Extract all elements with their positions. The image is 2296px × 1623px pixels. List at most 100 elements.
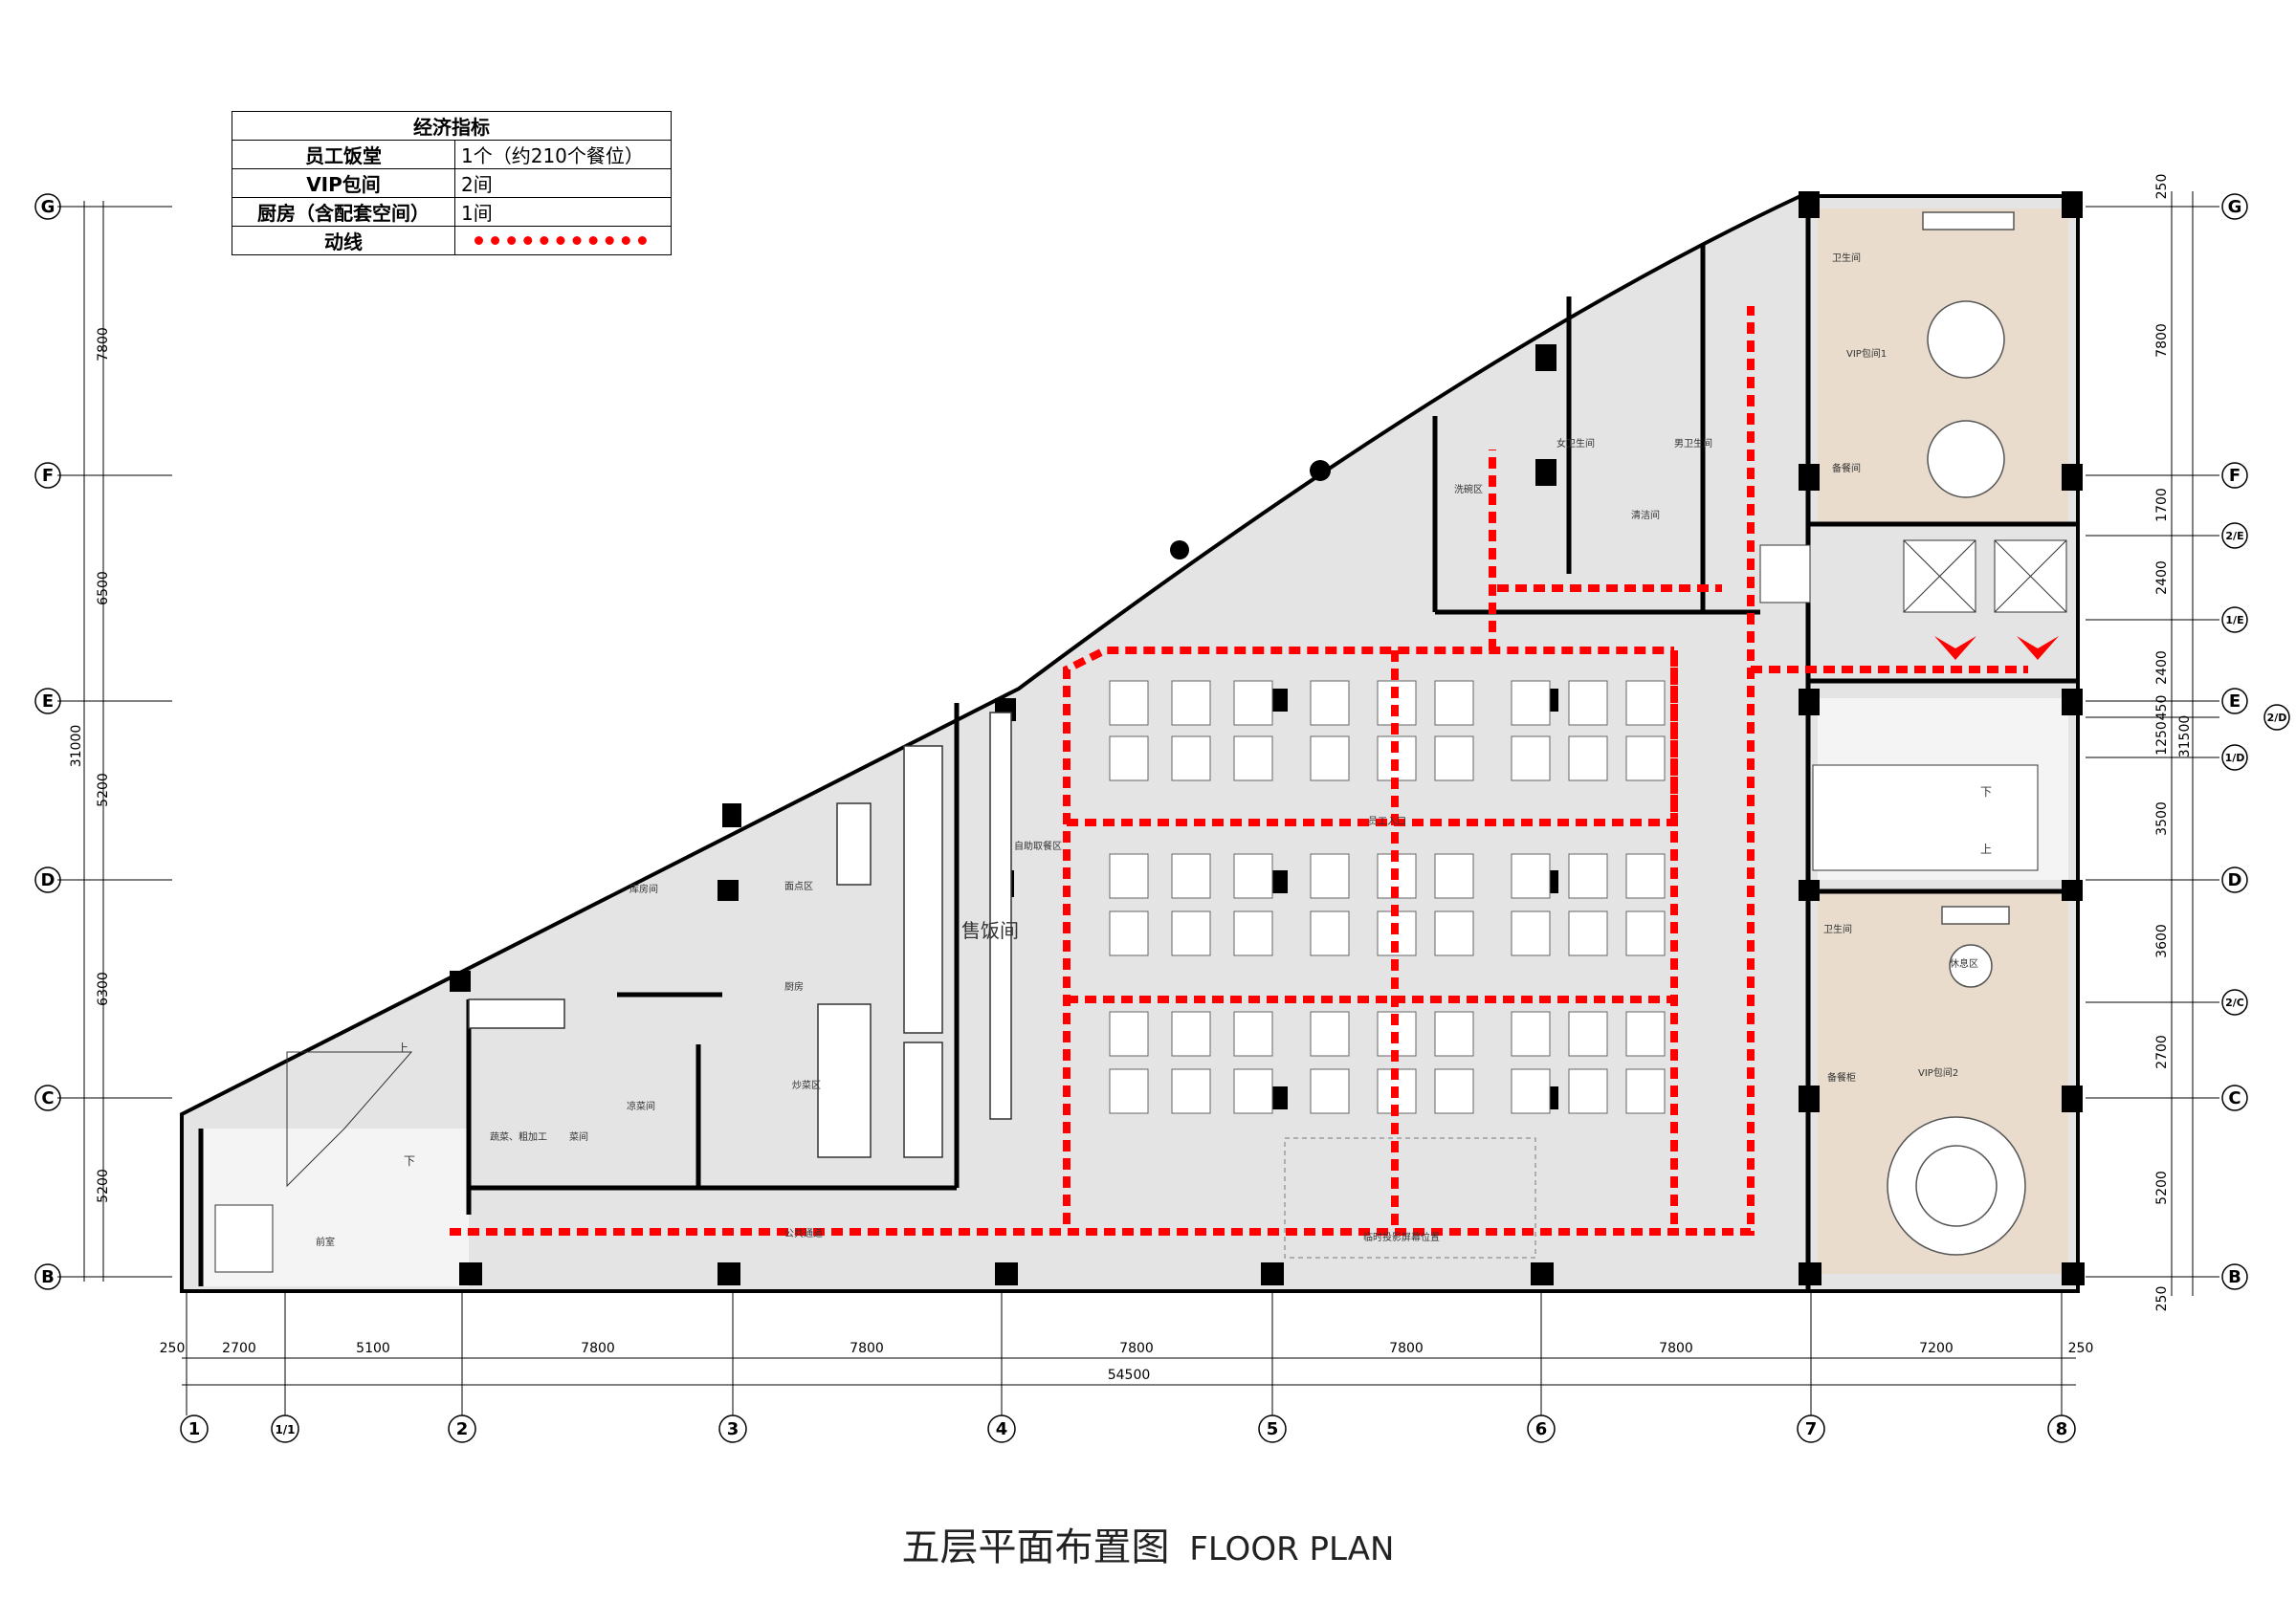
svg-text:3600: 3600 — [2154, 924, 2170, 958]
index-key: VIP包间 — [232, 168, 455, 198]
dining-table — [1310, 735, 1350, 781]
grid-col-3: 3 — [727, 1419, 740, 1439]
svg-text:6500: 6500 — [96, 571, 111, 605]
svg-text:7800: 7800 — [2154, 323, 2170, 358]
grid-row-b: B — [41, 1267, 55, 1287]
label-vip2: VIP包间2 — [1918, 1066, 1958, 1079]
dining-table — [1171, 735, 1211, 781]
plan-caption: 五层平面布置图 FLOOR PLAN — [0, 1516, 2296, 1571]
label-prep: 菜间 — [569, 1130, 588, 1143]
svg-text:E: E — [2229, 691, 2241, 712]
dining-tables — [1109, 680, 1666, 1114]
dining-table — [1568, 735, 1608, 781]
svg-text:7800: 7800 — [96, 327, 111, 362]
column-bubbles: 1 1/1 2 3 4 5 6 7 8 — [180, 1415, 2076, 1443]
circulation-route — [450, 306, 2028, 1236]
grid-row-g: G — [41, 197, 55, 217]
dining-table — [1310, 910, 1350, 956]
label-pastry: 面点区 — [784, 881, 813, 892]
dining-table — [1625, 680, 1666, 726]
stairs — [214, 539, 2067, 1273]
svg-text:3500: 3500 — [2154, 801, 2170, 836]
svg-text:2400: 2400 — [2154, 560, 2170, 595]
label-veg: 蔬菜、粗加工 — [490, 1131, 547, 1143]
walls — [198, 196, 2078, 1291]
dim-b0: 250 — [160, 1341, 186, 1356]
index-key: 员工饭堂 — [232, 140, 455, 169]
caption-en: FLOOR PLAN — [1189, 1530, 1395, 1568]
label-corridor: 公共通道 — [784, 1227, 823, 1239]
grid-row-e: E — [42, 691, 54, 712]
dim-b4: 7800 — [850, 1341, 884, 1356]
grid-row-c: C — [41, 1088, 54, 1108]
label-up: 上 — [397, 1042, 408, 1055]
dining-table — [1434, 1068, 1474, 1114]
grid-bubbles: G G F F E E D D C C B B 2/E 1/E 2/D 1/D … — [34, 193, 2290, 1290]
grid-col-2: 2 — [456, 1419, 469, 1439]
label-vip1: VIP包间1 — [1846, 347, 1887, 360]
label-male: 男卫生间 — [1674, 437, 1712, 450]
room-labels: VIP包间1 VIP包间2 卫生间 卫生间 备餐间 备餐柜 休息区 女卫生间 男… — [316, 252, 1992, 1248]
svg-text:2/C: 2/C — [2225, 997, 2244, 1009]
dining-table — [1434, 1011, 1474, 1057]
dining-table — [1233, 735, 1273, 781]
label-lobby: 前室 — [316, 1236, 335, 1248]
dining-table — [1511, 680, 1551, 726]
label-screen: 临时投影屏幕位置 — [1363, 1231, 1440, 1243]
dining-table — [1434, 680, 1474, 726]
dining-table — [1171, 910, 1211, 956]
dining-table — [1625, 1068, 1666, 1114]
screen-area — [1284, 1137, 1536, 1259]
caption-cn: 五层平面布置图 — [901, 1525, 1170, 1569]
dimension-labels: 250 2700 5100 7800 7800 7800 7800 7800 7… — [69, 174, 2193, 1383]
index-value: 2间 — [454, 168, 672, 198]
svg-text:2/D: 2/D — [2267, 712, 2287, 724]
svg-text:1250: 1250 — [2154, 721, 2170, 756]
svg-text:1/E: 1/E — [2225, 614, 2243, 626]
grid-row-d: D — [41, 870, 55, 890]
dining-table — [1568, 853, 1608, 899]
label-wash: 洗碗区 — [1454, 483, 1483, 495]
dining-table — [1511, 735, 1551, 781]
dim-b5: 7800 — [1119, 1341, 1154, 1356]
dining-table — [1625, 1011, 1666, 1057]
dining-table — [1233, 853, 1273, 899]
label-service2: 备餐柜 — [1827, 1071, 1856, 1084]
dining-table — [1568, 910, 1608, 956]
dining-table — [1434, 735, 1474, 781]
svg-text:450: 450 — [2154, 695, 2170, 721]
svg-text:B: B — [2228, 1267, 2241, 1287]
route-arrows — [1934, 636, 2059, 660]
dining-table — [1171, 1011, 1211, 1057]
dim-b6: 7800 — [1389, 1341, 1424, 1356]
dining-table — [1310, 853, 1350, 899]
svg-text:G: G — [2228, 197, 2242, 217]
svg-text:5200: 5200 — [96, 773, 111, 807]
dim-total: 54500 — [1108, 1368, 1151, 1383]
dining-table — [1171, 1068, 1211, 1114]
grid-col-1: 1 — [188, 1419, 201, 1439]
dining-table — [1511, 910, 1551, 956]
dining-table — [1625, 853, 1666, 899]
economic-index-table: 经济指标 员工饭堂 1个（约210个餐位） VIP包间 2间 厨房（含配套空间）… — [232, 111, 672, 255]
label-stair-down: 下 — [1980, 785, 1992, 799]
dining-table — [1568, 1011, 1608, 1057]
dining-table — [1625, 910, 1666, 956]
svg-text:C: C — [2228, 1088, 2241, 1108]
dining-table — [1233, 1011, 1273, 1057]
label-service: 备餐间 — [1832, 462, 1861, 474]
label-cooking: 炒菜区 — [792, 1080, 821, 1091]
svg-text:31500: 31500 — [2177, 715, 2193, 758]
svg-text:2700: 2700 — [2154, 1035, 2170, 1069]
label-entry: 员工入口 — [1368, 816, 1406, 827]
grid-lines — [57, 191, 2219, 1415]
kitchen-equipment — [468, 712, 1012, 1158]
dining-table — [1625, 735, 1666, 781]
label-female: 女卫生间 — [1556, 437, 1595, 450]
dim-b7: 7800 — [1659, 1341, 1693, 1356]
svg-text:2400: 2400 — [2154, 650, 2170, 685]
grid-col-5: 5 — [1267, 1419, 1279, 1439]
grid-col-6: 6 — [1535, 1419, 1548, 1439]
route-legend — [454, 226, 672, 255]
dining-table — [1310, 1068, 1350, 1114]
